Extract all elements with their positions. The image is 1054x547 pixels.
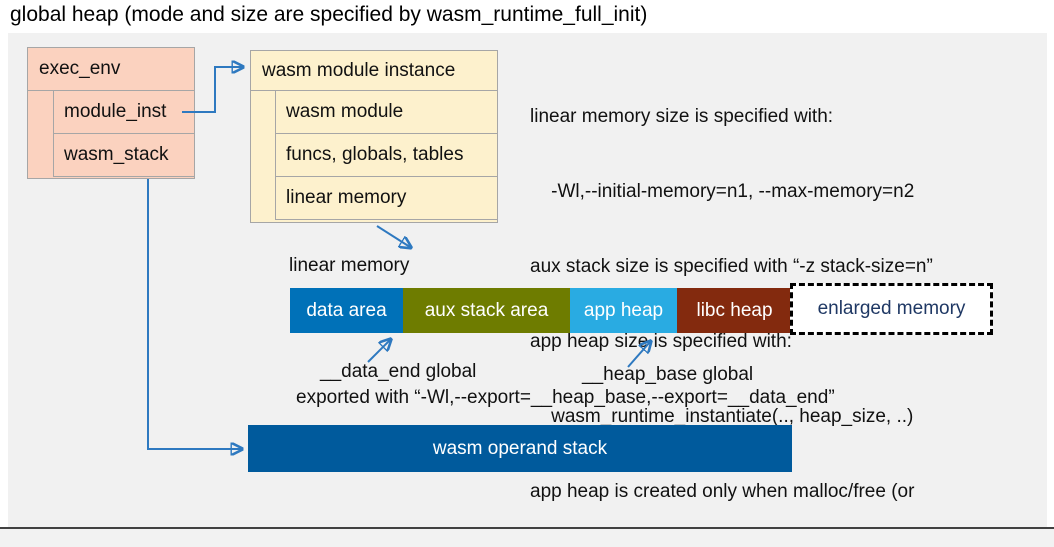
module-instance-row-linear-memory: linear memory bbox=[275, 176, 498, 220]
data-end-global-label: __data_end global bbox=[320, 361, 477, 382]
note-line: aux stack size is specified with “-z sta… bbox=[530, 256, 933, 277]
segment-aux-stack-area: aux stack area bbox=[403, 288, 570, 333]
note-line: -Wl,--initial-memory=n1, --max-memory=n2 bbox=[530, 181, 915, 202]
note-line: linear memory size is specified with: bbox=[530, 106, 834, 127]
exec-env-row-module-inst: module_inst bbox=[53, 90, 195, 134]
exec-env-row-wasm-stack: wasm_stack bbox=[53, 133, 195, 177]
exported-with-label: exported with “-Wl,--export=__heap_base,… bbox=[296, 387, 835, 408]
exec-env-header: exec_env bbox=[28, 48, 194, 91]
wasm-module-instance-box: wasm module instance wasm module funcs, … bbox=[250, 50, 498, 223]
module-instance-row-wasm-module: wasm module bbox=[275, 90, 498, 134]
segment-libc-heap: libc heap bbox=[677, 288, 792, 333]
wasm-module-instance-header: wasm module instance bbox=[251, 51, 497, 91]
exec-env-box: exec_env module_inst wasm_stack bbox=[27, 47, 195, 179]
bottom-divider bbox=[0, 527, 1054, 529]
segment-data-area: data area bbox=[290, 288, 403, 333]
note-line: app heap size is specified with: bbox=[530, 331, 792, 352]
wasm-operand-stack-bar: wasm operand stack bbox=[248, 425, 792, 472]
diagram-title: global heap (mode and size are specified… bbox=[10, 3, 648, 26]
linear-memory-notes: linear memory size is specified with: -W… bbox=[530, 54, 933, 547]
heap-base-global-label: __heap_base global bbox=[582, 364, 754, 385]
linear-memory-label: linear memory bbox=[289, 255, 410, 276]
segment-enlarged-memory: enlarged memory bbox=[790, 283, 993, 335]
note-line: wasm_runtime_instantiate(.., heap_size, … bbox=[530, 406, 914, 427]
segment-app-heap: app heap bbox=[570, 288, 677, 333]
note-line: app heap is created only when malloc/fre… bbox=[530, 481, 915, 502]
bottom-strip bbox=[0, 529, 1054, 547]
module-instance-row-funcs-globals-tables: funcs, globals, tables bbox=[275, 133, 498, 177]
